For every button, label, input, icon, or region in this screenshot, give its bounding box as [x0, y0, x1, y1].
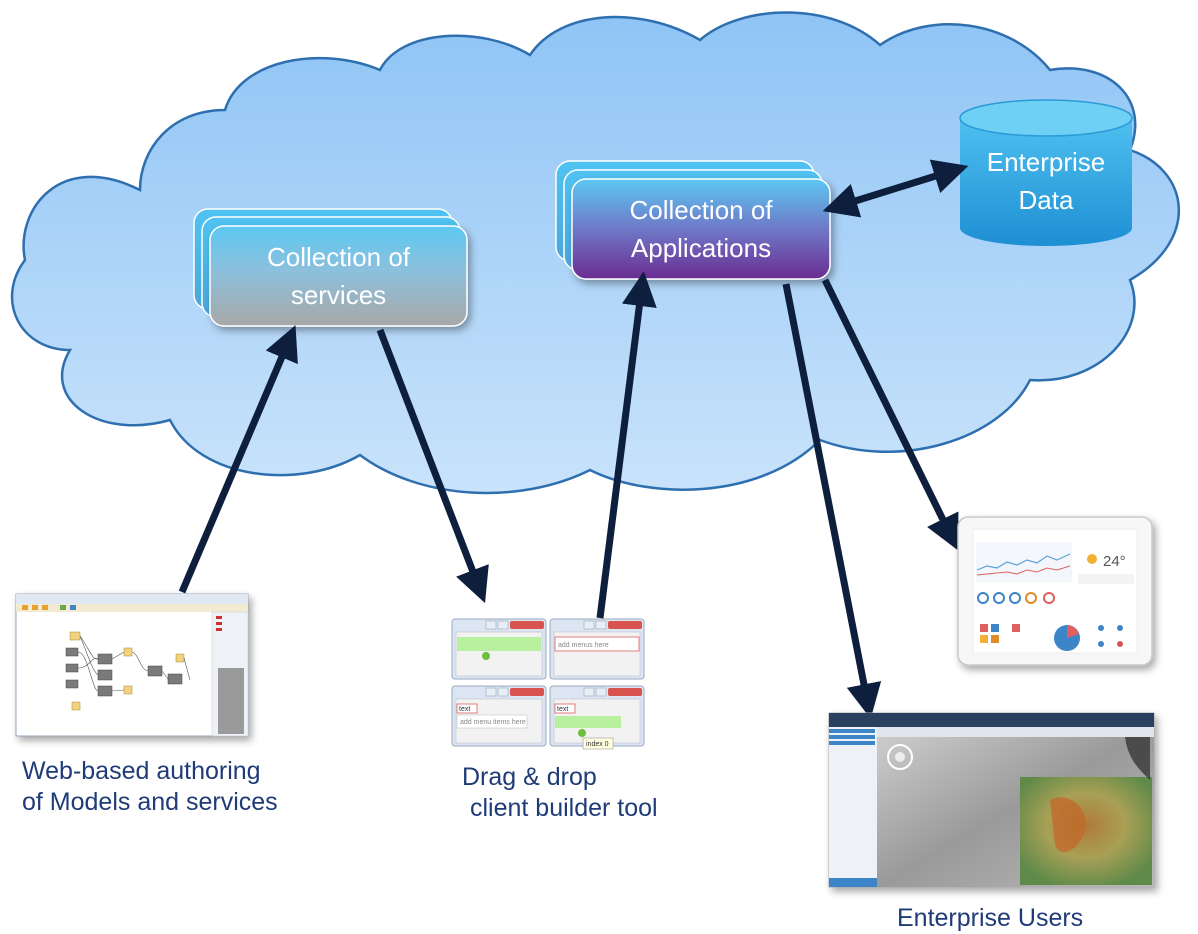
enterprise-map-screenshot: [828, 712, 1155, 888]
authoring-tool-screenshot: [15, 593, 249, 737]
users-caption: Enterprise Users: [897, 904, 1084, 932]
menus-placeholder: add menus here: [558, 642, 609, 649]
builder-tool-screenshot: add menus here text add menu items here …: [451, 618, 645, 750]
arrow-builder-to-applications: [596, 271, 657, 619]
builder-caption: Drag & drop client builder tool: [462, 762, 658, 824]
applications-label: Collection of Applications: [572, 191, 830, 267]
arrow-authoring-to-services: [178, 325, 298, 594]
services-label-line2: services: [290, 280, 387, 310]
arrow-applications-to-users: [782, 283, 882, 719]
arrow-applications-data: [822, 159, 969, 218]
enterprise-data-label-line1: Enterprise: [986, 147, 1106, 177]
builder-caption-line2: client builder tool: [470, 794, 658, 822]
applications-label-line1: Collection of: [629, 195, 773, 225]
builder-window-3: text add menu items here: [451, 685, 547, 747]
tablet-device: 24°: [957, 516, 1153, 666]
builder-window-4: text index 0: [549, 685, 645, 750]
services-box-stack: [193, 208, 468, 327]
authoring-caption: Web-based authoring of Models and servic…: [22, 756, 278, 818]
builder-window-1: [451, 618, 547, 680]
authoring-caption-line1: Web-based authoring: [22, 757, 261, 785]
enterprise-data-label: Enterprise Data: [960, 143, 1132, 219]
text-tag-2: text: [557, 706, 568, 713]
text-tag-1: text: [459, 706, 470, 713]
services-label: Collection of services: [210, 238, 467, 314]
enterprise-data-label-line2: Data: [1018, 185, 1074, 215]
tablet-temperature: 24°: [1103, 553, 1126, 570]
arrows: [178, 159, 969, 719]
services-label-line1: Collection of: [266, 242, 411, 272]
arrow-services-to-builder: [376, 328, 489, 604]
applications-label-line2: Applications: [630, 233, 772, 263]
arrow-applications-to-tablet: [821, 278, 959, 551]
builder-caption-line1: Drag & drop: [462, 763, 597, 791]
index-tooltip: index 0: [586, 741, 609, 748]
menu-items-placeholder: add menu items here: [460, 719, 526, 726]
applications-box-stack: [555, 160, 831, 280]
builder-window-2: add menus here: [549, 618, 645, 680]
enterprise-data-database: [959, 99, 1133, 246]
authoring-caption-line2: of Models and services: [22, 788, 278, 816]
